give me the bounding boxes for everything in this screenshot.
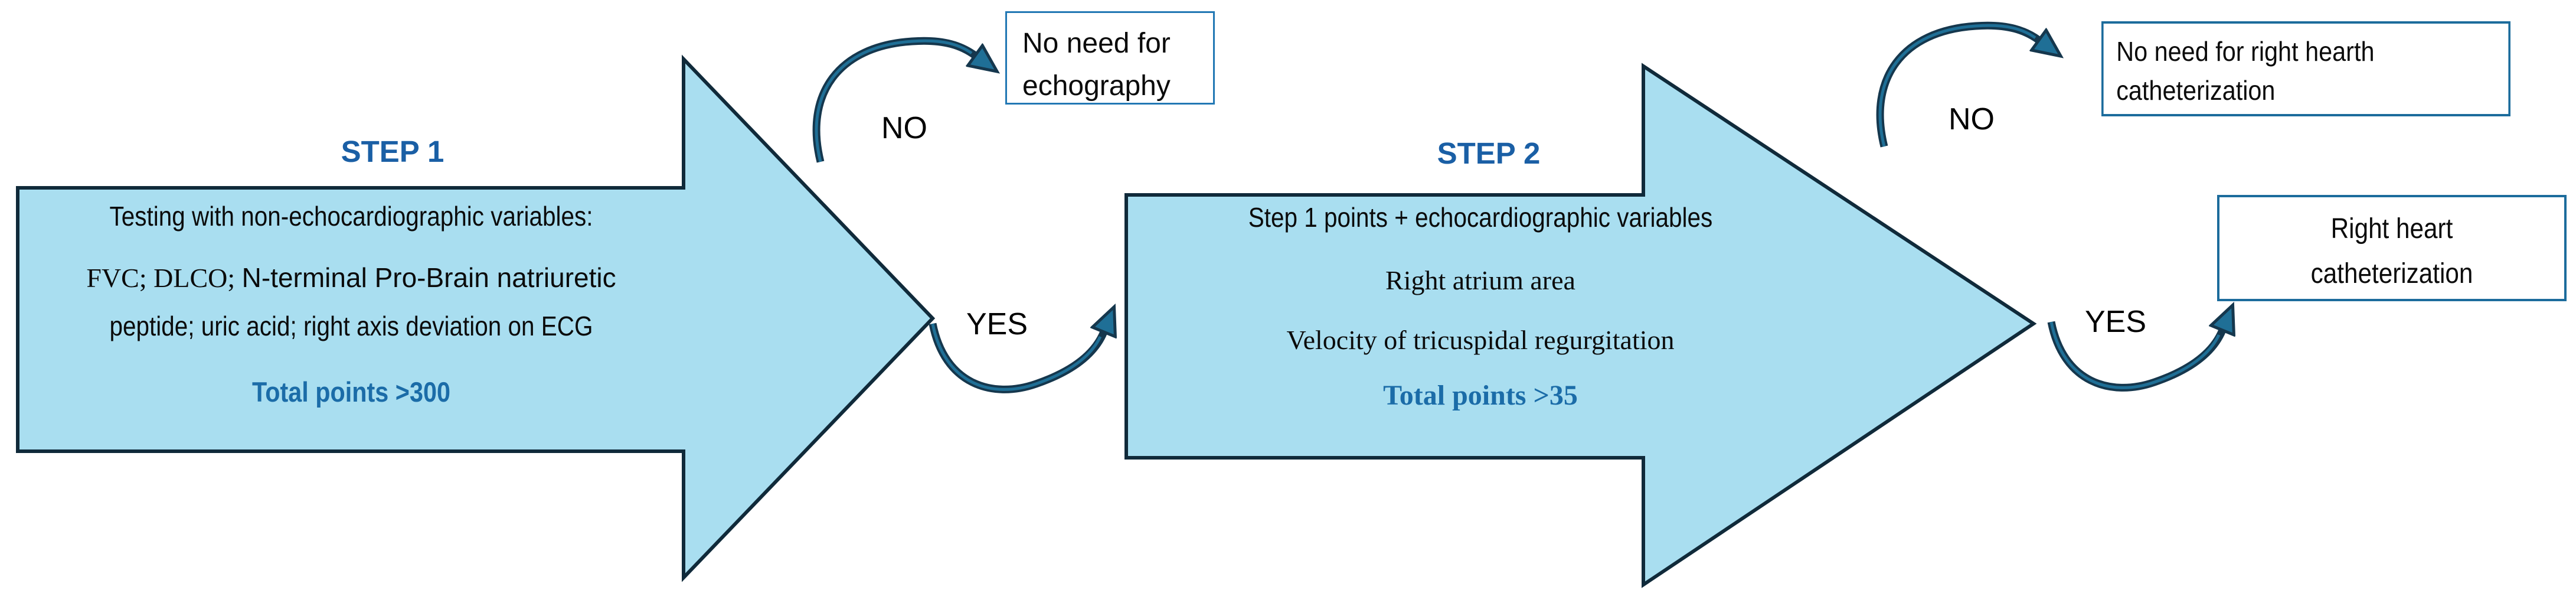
step1-variables-line1-rest: N-terminal Pro-Brain natriuretic	[241, 262, 616, 293]
no-echography-outcome-box: No need for echography	[1005, 11, 1215, 105]
step2-total-points: Total points >35	[1383, 380, 1578, 411]
step1-block-arrow	[16, 54, 936, 582]
step1-variables-line1-prefix: FVC; DLCO;	[86, 263, 242, 293]
rhc-line1: Right heart	[2330, 213, 2453, 245]
step2-no-label: NO	[1949, 102, 1995, 136]
rhc-outcome-box: Right heart catheterization	[2217, 195, 2567, 301]
step2-intro-text: Step 1 points + echocardiographic variab…	[1248, 202, 1713, 233]
step1-no-label: NO	[881, 111, 927, 145]
step2-yes-label: YES	[2084, 305, 2147, 339]
step2-variable2: Velocity of tricuspidal regurgitation	[1286, 325, 1675, 355]
step1-intro-text: Testing with non-echocardiographic varia…	[109, 201, 593, 232]
no-echography-line2: echography	[1022, 70, 1171, 102]
step1-variables-line2: peptide; uric acid; right axis deviation…	[109, 311, 593, 341]
step1-variables-line1: FVC; DLCO; N-terminal Pro-Brain natriure…	[18, 261, 685, 295]
no-rhc-line1: No need for right hearth	[2116, 36, 2375, 67]
step2-variable1: Right atrium area	[1385, 265, 1575, 295]
step1-no-arrow-icon	[812, 37, 975, 163]
no-rhc-outcome-box: No need for right hearth catheterization	[2101, 21, 2510, 116]
step1-title: STEP 1	[341, 135, 444, 168]
step2-title: STEP 2	[1437, 136, 1541, 170]
step2-no-arrow-icon	[1876, 21, 2039, 148]
step2-block-arrow	[1124, 63, 2037, 588]
step2-yes-arrow-icon	[2047, 322, 2222, 392]
step1-total-points: Total points >300	[252, 376, 450, 408]
step1-yes-arrow-icon	[929, 324, 1104, 393]
rhc-line2: catheterization	[2310, 258, 2473, 289]
no-echography-line1: No need for	[1022, 28, 1171, 59]
no-rhc-line2: catheterization	[2116, 75, 2276, 106]
step1-yes-label: YES	[966, 307, 1028, 341]
